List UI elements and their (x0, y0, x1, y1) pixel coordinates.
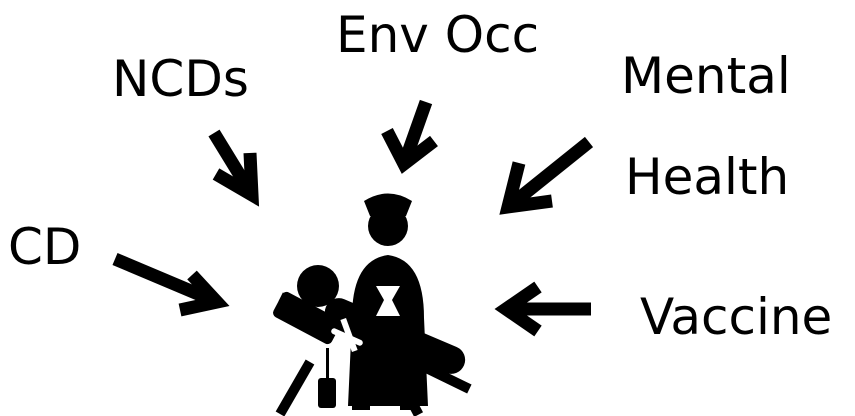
arrow-vaccine (494, 281, 591, 337)
nurse-caring-for-patient-icon (273, 193, 472, 416)
arrow-mental-health (499, 136, 594, 215)
label-mental: Mental (621, 47, 791, 105)
label-env-occ: Env Occ (336, 6, 540, 64)
label-cd: CD (8, 218, 82, 276)
label-health: Health (625, 148, 790, 206)
label-vaccine: Vaccine (640, 288, 833, 346)
nurse-details (331, 286, 400, 353)
arrow-env-occ (381, 99, 438, 174)
arrow-ncds (208, 129, 260, 207)
label-ncds: NCDs (112, 50, 249, 108)
arrow-cd (112, 253, 230, 317)
